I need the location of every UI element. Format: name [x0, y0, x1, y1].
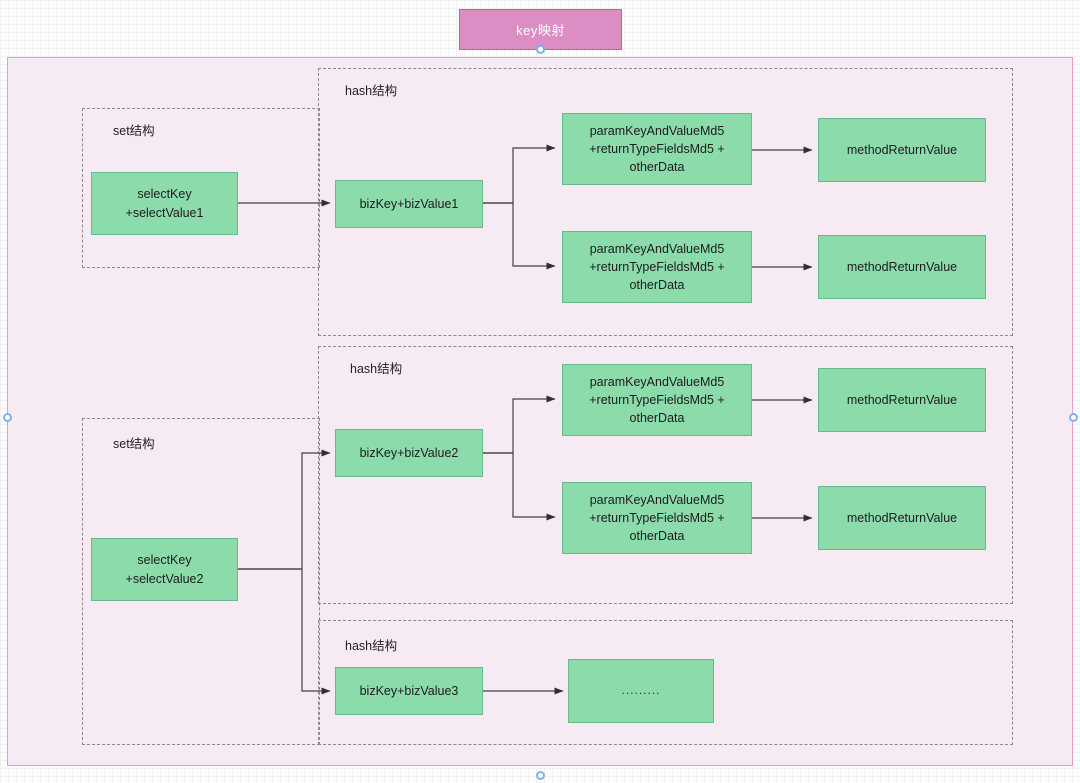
group-hash-1-label: hash结构: [345, 84, 398, 98]
node-method-return-2[interactable]: methodReturnValue: [818, 235, 986, 299]
node-param-md5-4[interactable]: paramKeyAndValueMd5 +returnTypeFieldsMd5…: [562, 482, 752, 554]
group-set-2-label: set结构: [113, 437, 155, 451]
node-param-md5-2[interactable]: paramKeyAndValueMd5 +returnTypeFieldsMd5…: [562, 231, 752, 303]
node-method-return-4[interactable]: methodReturnValue: [818, 486, 986, 550]
handle-title-bottom[interactable]: [536, 45, 545, 54]
handle-panel-left[interactable]: [3, 413, 12, 422]
group-hash-3-label: hash结构: [345, 639, 398, 653]
group-hash-2-label: hash结构: [350, 362, 403, 376]
title-box-key-mapping[interactable]: key映射: [459, 9, 622, 50]
node-ellipsis[interactable]: .........: [568, 659, 714, 723]
node-param-md5-3[interactable]: paramKeyAndValueMd5 +returnTypeFieldsMd5…: [562, 364, 752, 436]
node-method-return-1[interactable]: methodReturnValue: [818, 118, 986, 182]
node-biz-key-value3[interactable]: bizKey+bizValue3: [335, 667, 483, 715]
node-select-key-value2[interactable]: selectKey +selectValue2: [91, 538, 238, 601]
group-set-1: [82, 108, 320, 268]
node-select-key-value1[interactable]: selectKey +selectValue1: [91, 172, 238, 235]
group-set-1-label: set结构: [113, 124, 155, 138]
handle-panel-right[interactable]: [1069, 413, 1078, 422]
group-hash-1: [318, 68, 1013, 336]
node-biz-key-value2[interactable]: bizKey+bizValue2: [335, 429, 483, 477]
node-method-return-3[interactable]: methodReturnValue: [818, 368, 986, 432]
handle-panel-bottom[interactable]: [536, 771, 545, 780]
node-biz-key-value1[interactable]: bizKey+bizValue1: [335, 180, 483, 228]
node-param-md5-1[interactable]: paramKeyAndValueMd5 +returnTypeFieldsMd5…: [562, 113, 752, 185]
